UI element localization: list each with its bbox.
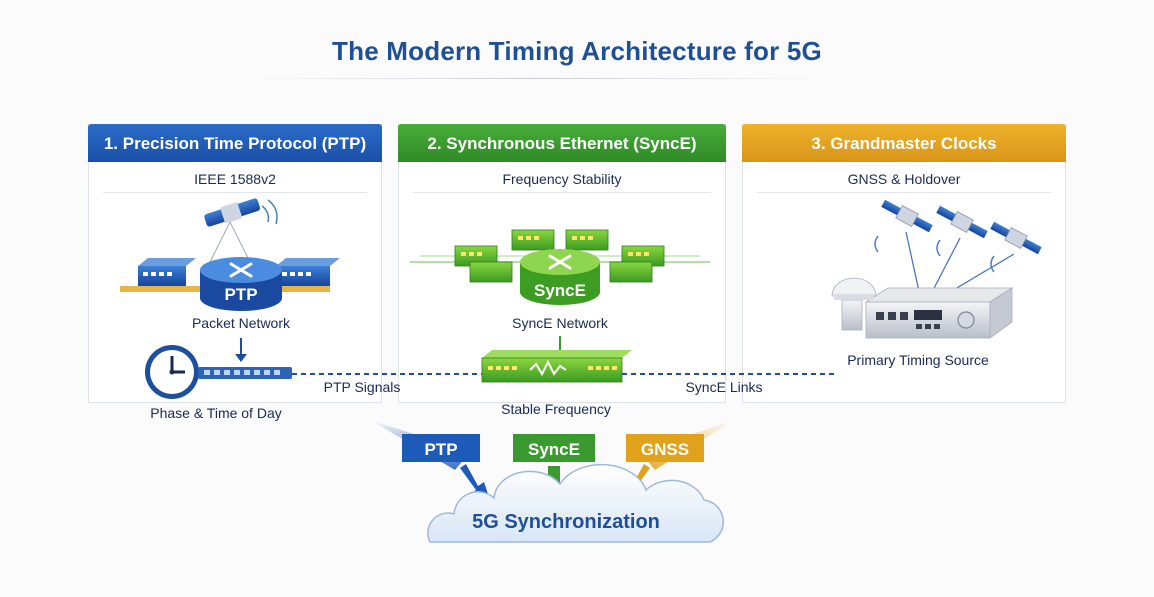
grandmaster-clock-icon <box>864 287 1014 339</box>
clock-icon <box>145 345 199 399</box>
panel-synce-divider <box>413 192 711 193</box>
panel-grandmaster-subtitle: GNSS & Holdover <box>847 171 961 187</box>
source-synce-box <box>513 434 595 462</box>
panel-grandmaster-divider <box>757 192 1051 193</box>
panel-grandmaster: 3. Grandmaster Clocks GNSS & Holdover <box>742 124 1066 403</box>
stable-frequency-label: Stable Frequency <box>501 401 611 417</box>
synce-links-label: SyncE Links <box>685 379 762 395</box>
panel-ptp-heading: 1. Precision Time Protocol (PTP) <box>88 124 382 162</box>
source-gnss-box <box>626 434 704 462</box>
source-ptp-label: PTP <box>424 440 457 459</box>
ptp-signals-label: PTP Signals <box>324 379 401 395</box>
ptp-router-label: PTP <box>224 285 257 304</box>
arrow-down-icon <box>235 338 247 362</box>
source-gnss-label: GNSS <box>641 440 689 459</box>
synce-network-switches <box>410 229 710 283</box>
panel-ptp-subtitle: IEEE 1588v2 <box>194 171 276 187</box>
phase-time-label: Phase & Time of Day <box>150 405 282 421</box>
primary-timing-source-label: Primary Timing Source <box>847 352 989 368</box>
panel-grandmaster-heading: 3. Grandmaster Clocks <box>742 124 1066 162</box>
satellite-icon <box>204 198 278 263</box>
ptp-switch-bar <box>198 367 292 379</box>
synce-router-label: SyncE <box>534 281 586 300</box>
diagram-title: The Modern Timing Architecture for 5G <box>332 36 822 66</box>
gnss-satellites <box>874 199 1042 299</box>
ptp-router-icon <box>200 257 282 311</box>
panel-ptp: 1. Precision Time Protocol (PTP) IEEE 15… <box>88 124 382 403</box>
gnss-antenna-icon <box>831 277 877 331</box>
source-synce-label: SyncE <box>528 440 580 459</box>
synce-network-label: SyncE Network <box>512 315 609 331</box>
title-divider <box>240 78 830 79</box>
packet-network-label: Packet Network <box>192 315 291 331</box>
source-ptp-box <box>402 434 480 462</box>
panel-synce-subtitle: Frequency Stability <box>502 171 622 187</box>
synce-switch-icon <box>481 350 632 383</box>
panel-synce-heading: 2. Synchronous Ethernet (SyncE) <box>398 124 726 162</box>
synce-router-icon <box>520 249 600 305</box>
panel-ptp-divider <box>103 192 367 193</box>
cloud-icon <box>427 463 724 543</box>
result-label: 5G Synchronization <box>472 511 660 533</box>
